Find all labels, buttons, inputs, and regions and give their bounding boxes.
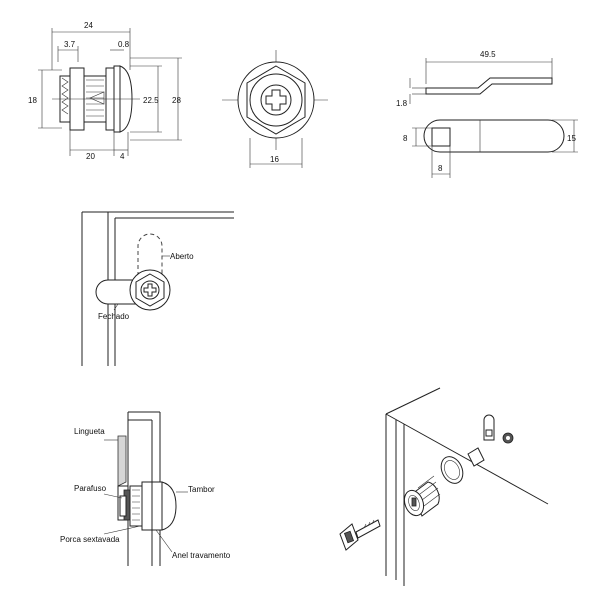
perspective-view — [339, 387, 549, 586]
dim-4: 4 — [120, 152, 125, 161]
dim-0-8: 0.8 — [118, 40, 130, 49]
front-view: 16 — [222, 50, 328, 168]
section-view: Lingueta Parafuso Tambor Porca sextavada… — [60, 411, 231, 566]
side-view: 24 3.7 0.8 18 22.5 28 — [28, 21, 182, 161]
dim-49-5: 49.5 — [480, 50, 496, 59]
label-fechado: Fechado — [98, 312, 130, 321]
dim-15: 15 — [567, 134, 576, 143]
dim-3-7: 3.7 — [64, 40, 76, 49]
label-parafuso: Parafuso — [74, 484, 107, 493]
cam-view: 49.5 1.8 8 8 15 — [396, 50, 578, 178]
label-lingueta: Lingueta — [74, 427, 105, 436]
dim-8-left: 8 — [403, 134, 408, 143]
dim-20: 20 — [86, 152, 95, 161]
open-closed-view: Aberto Fechado — [81, 211, 234, 366]
dim-28: 28 — [172, 96, 181, 105]
dim-18: 18 — [28, 96, 37, 105]
dim-24: 24 — [84, 21, 93, 30]
dim-1-8: 1.8 — [396, 99, 408, 108]
label-anel-travamento: Anel travamento — [172, 551, 231, 560]
label-tambor: Tambor — [188, 485, 215, 494]
dim-22-5: 22.5 — [143, 96, 159, 105]
dim-8-bottom: 8 — [438, 164, 443, 173]
dim-16: 16 — [270, 155, 279, 164]
label-aberto: Aberto — [170, 252, 194, 261]
label-porca-sextavada: Porca sextavada — [60, 535, 120, 544]
